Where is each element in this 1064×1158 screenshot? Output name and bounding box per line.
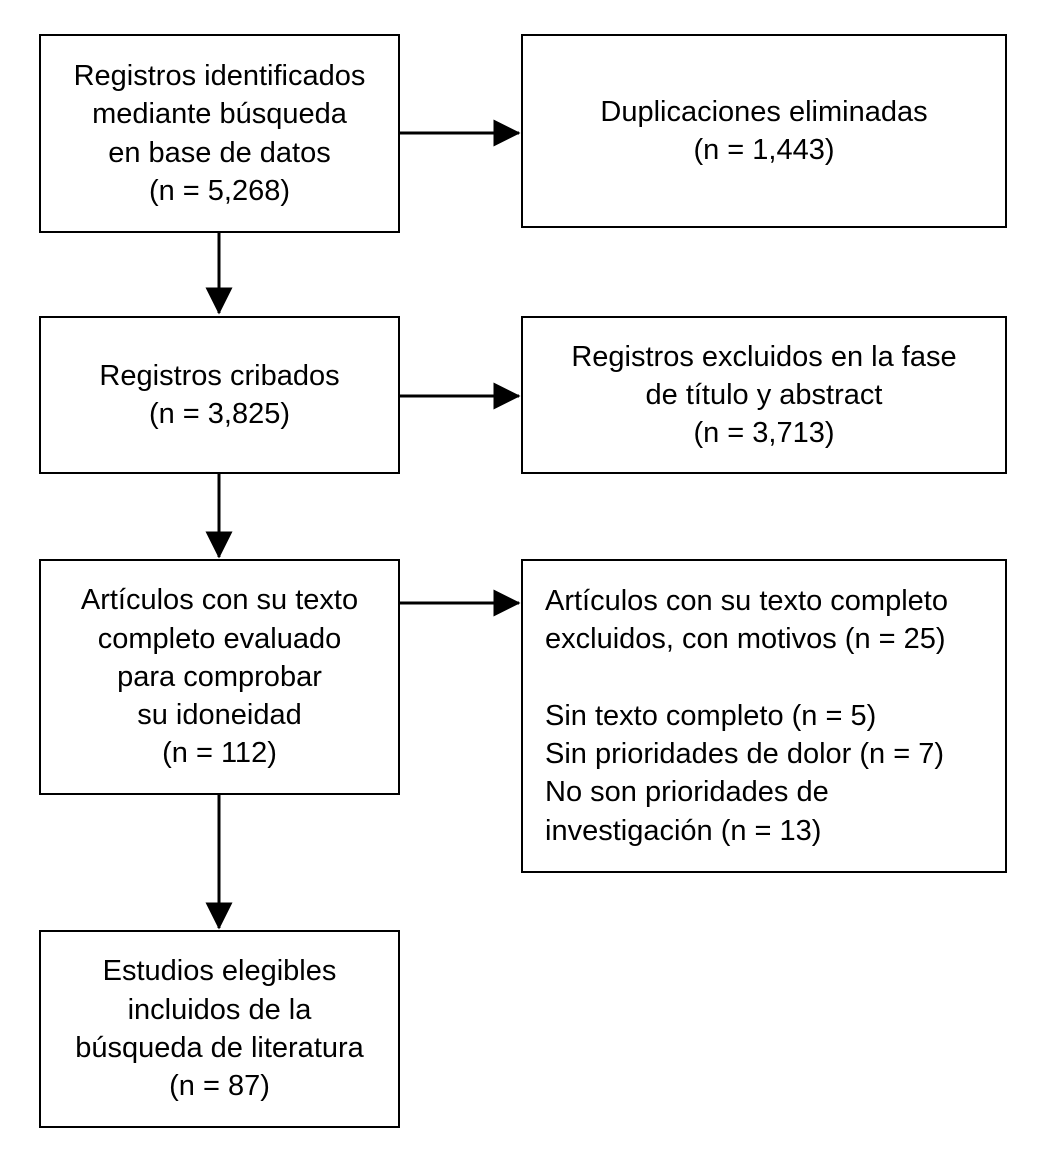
box-records-screened-text: Registros cribados (n = 3,825) (99, 359, 340, 430)
box-fulltext-excluded-text: Artículos con su texto completo excluido… (545, 585, 948, 847)
box-fulltext-excluded: Artículos con su texto completo excluido… (521, 559, 1007, 873)
box-studies-included-text: Estudios elegibles incluidos de la búsqu… (75, 955, 364, 1103)
box-records-identified-text: Registros identificados mediante búsqued… (73, 59, 366, 207)
box-records-screened: Registros cribados (n = 3,825) (39, 316, 400, 474)
box-studies-included: Estudios elegibles incluidos de la búsqu… (39, 930, 400, 1128)
box-duplicates-removed-text: Duplicaciones eliminadas (n = 1,443) (600, 95, 928, 166)
box-records-excluded-title-abstract: Registros excluidos en la fase de título… (521, 316, 1007, 474)
box-duplicates-removed: Duplicaciones eliminadas (n = 1,443) (521, 34, 1007, 228)
box-fulltext-assessed-text: Artículos con su texto completo evaluado… (80, 584, 359, 770)
box-records-identified: Registros identificados mediante búsqued… (39, 34, 400, 233)
box-records-excluded-title-abstract-text: Registros excluidos en la fase de título… (571, 340, 957, 450)
box-fulltext-assessed: Artículos con su texto completo evaluado… (39, 559, 400, 795)
